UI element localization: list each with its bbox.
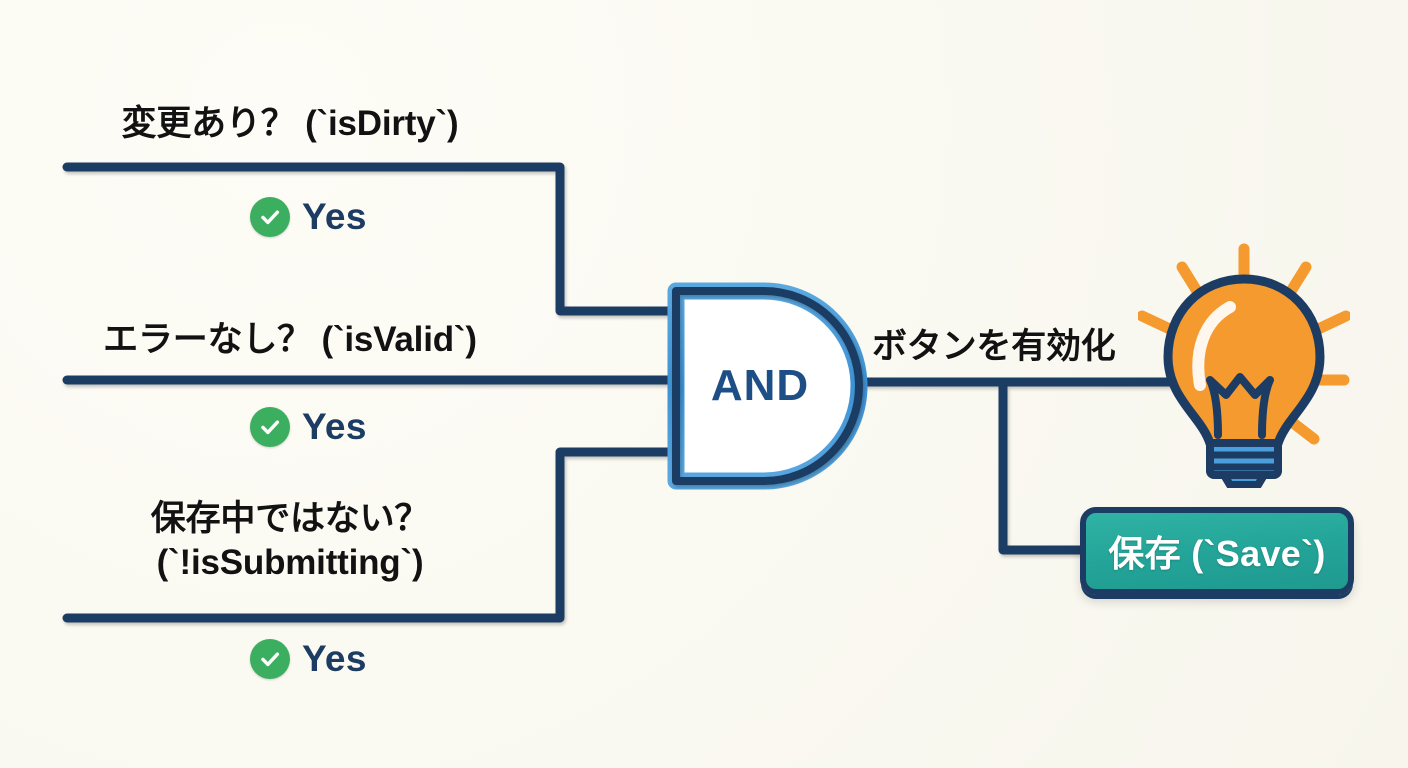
status-label-1: Yes bbox=[302, 196, 367, 237]
lightbulb-base bbox=[1206, 439, 1282, 488]
check-circle-icon bbox=[250, 639, 290, 679]
check-circle-icon bbox=[250, 197, 290, 237]
condition-label-2: エラーなし？ (`isValid`) bbox=[103, 320, 477, 359]
lightbulb-icon bbox=[1138, 243, 1350, 488]
wire-input-1 bbox=[62, 162, 677, 316]
status-row-2: Yes bbox=[250, 406, 367, 448]
check-circle-icon bbox=[250, 407, 290, 447]
status-row-3: Yes bbox=[250, 638, 367, 680]
condition-label-3: 保存中ではない？ (`!isSubmitting`) bbox=[150, 499, 430, 582]
status-label-3: Yes bbox=[302, 638, 367, 679]
save-button-label: 保存 (`Save`) bbox=[1108, 533, 1326, 574]
output-label: ボタンを有効化 bbox=[872, 327, 1116, 366]
and-gate-icon bbox=[667, 282, 868, 490]
wire-output-branch bbox=[998, 377, 1095, 555]
save-button[interactable]: 保存 (`Save`) bbox=[1080, 507, 1354, 595]
status-row-1: Yes bbox=[250, 196, 367, 238]
status-label-2: Yes bbox=[302, 406, 367, 447]
wire-input-3 bbox=[62, 447, 677, 623]
condition-label-1: 変更あり？ (`isDirty`) bbox=[121, 104, 459, 143]
